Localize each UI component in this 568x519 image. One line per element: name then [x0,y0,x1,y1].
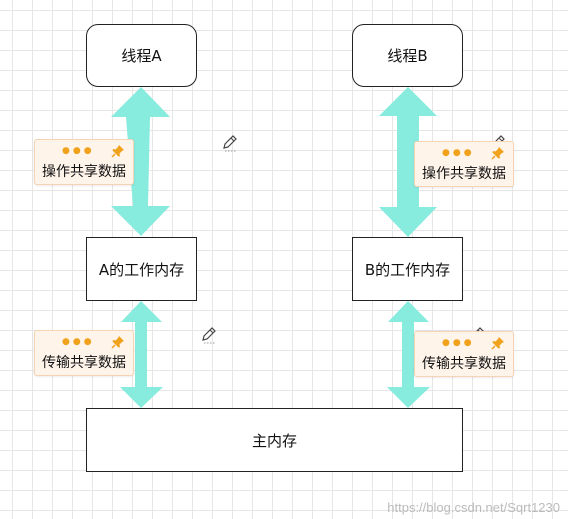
main-memory-node[interactable]: 主内存 [86,408,463,472]
note-transfer-shared-data-right[interactable]: ●●● 传输共享数据 [414,331,514,377]
pushpin-icon[interactable] [491,336,505,350]
thread-a-node[interactable]: 线程A [86,24,197,87]
note-transfer-shared-data-left[interactable]: ●●● 传输共享数据 [34,330,134,376]
pushpin-icon[interactable] [491,146,505,160]
work-memory-a-label: A的工作内存 [98,260,185,279]
arrow-thread-b-to-work-mem-b [379,87,437,237]
arrow-work-mem-a-to-main-mem [120,301,163,408]
note-menu-icon[interactable]: ●●● [442,148,475,158]
arrow-thread-a-to-work-mem-a [111,87,170,236]
main-memory-label: 主内存 [251,431,297,450]
work-memory-a-node[interactable]: A的工作内存 [86,237,197,301]
work-memory-b-node[interactable]: B的工作内存 [352,237,463,301]
pushpin-icon[interactable] [111,144,125,158]
note-operate-shared-data-left[interactable]: ●●● 操作共享数据 [34,139,134,185]
note-text: 传输共享数据 [422,356,506,372]
note-menu-icon[interactable]: ●●● [62,337,95,347]
pencil-icon[interactable] [200,326,218,344]
arrow-work-mem-b-to-main-mem [387,301,430,408]
note-menu-icon[interactable]: ●●● [442,338,475,348]
pencil-icon[interactable] [221,134,239,152]
work-memory-b-label: B的工作内存 [364,260,451,279]
thread-b-node[interactable]: 线程B [352,24,463,87]
thread-b-label: 线程B [387,47,428,65]
note-menu-icon[interactable]: ●●● [62,146,95,156]
note-text: 传输共享数据 [42,355,126,371]
note-operate-shared-data-right[interactable]: ●●● 操作共享数据 [414,141,514,187]
note-text: 操作共享数据 [422,166,506,182]
watermark: https://blog.csdn.net/Sqrt1230 [387,500,560,515]
note-text: 操作共享数据 [42,164,126,180]
thread-a-label: 线程A [121,47,162,65]
pushpin-icon[interactable] [111,335,125,349]
